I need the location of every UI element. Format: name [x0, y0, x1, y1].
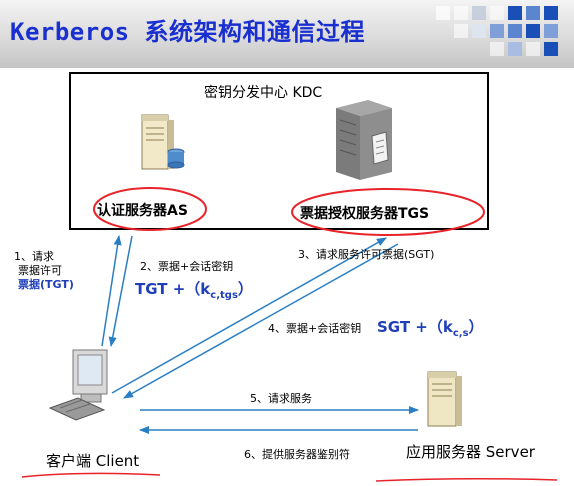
as-highlight-ellipse [93, 187, 207, 231]
step4-close: ） [468, 318, 484, 336]
arrow-step4 [123, 243, 399, 399]
client-label: 客户端 Client [46, 452, 140, 470]
step4-label: 4、票据+会话密钥 [268, 322, 362, 335]
step2-tgt: TGT +（k [135, 280, 211, 298]
client-underline [21, 472, 161, 478]
kdc-label: 密钥分发中心 KDC [204, 85, 323, 101]
step2-close: ） [237, 280, 253, 298]
tgs-label: 票据授权服务器TGS [300, 206, 430, 222]
step4-formula: SGT +（kc,s） [377, 316, 484, 339]
step1-label: 1、请求 票据许可 票据(TGT) [14, 250, 74, 292]
step3-label: 3、请求服务许可票据(SGT) [298, 248, 435, 261]
client-computer-icon [48, 349, 108, 421]
step6-label: 6、提供服务器鉴别符 [244, 448, 350, 461]
arrow-step3 [111, 237, 387, 394]
step4-sgt: SGT +（k [377, 318, 453, 336]
application-server-icon [427, 371, 462, 427]
server-label: 应用服务器 Server [406, 443, 535, 461]
page-title: Kerberos 系统架构和通信过程 [10, 18, 366, 46]
step1-line3: 票据(TGT) [18, 278, 74, 291]
step1-line2: 票据许可 [18, 264, 62, 277]
step2-subscript: c,tgs [210, 290, 238, 301]
step2-formula: TGT +（kc,tgs） [135, 278, 253, 301]
tgs-highlight-ellipse [291, 188, 485, 236]
as-label: 认证服务器AS [97, 203, 188, 219]
arrow-step2 [108, 235, 133, 347]
decorative-squares [436, 6, 558, 56]
step2-label: 2、票据+会话密钥 [140, 260, 234, 273]
step5-label: 5、请求服务 [250, 392, 312, 405]
title-banner: Kerberos 系统架构和通信过程 [0, 0, 574, 68]
tgs-server-icon [336, 100, 392, 180]
server-underline [375, 477, 558, 482]
kdc-box [69, 72, 489, 230]
arrow-step1 [101, 235, 122, 347]
step4-subscript: c,s [452, 328, 469, 339]
as-server-icon [141, 114, 185, 170]
step1-line1: 1、请求 [14, 250, 54, 263]
